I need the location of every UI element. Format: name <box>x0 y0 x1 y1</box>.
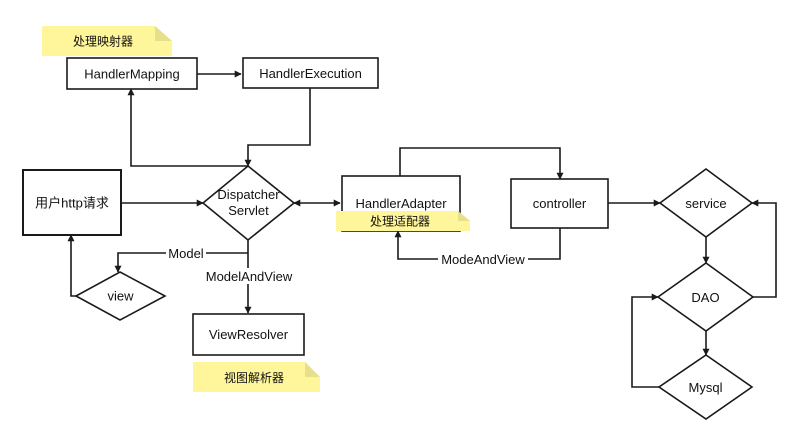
resolver-note: 视图解析器 <box>193 362 320 392</box>
controller-label: controller <box>533 196 587 211</box>
dao-label: DAO <box>691 290 719 305</box>
mysql-node: Mysql <box>657 354 754 420</box>
mapping-note: 处理映射器 <box>42 26 172 56</box>
dispatcher-label-line2: Servlet <box>228 203 269 218</box>
mysql-label: Mysql <box>689 380 723 395</box>
model-edge-label: Model <box>168 246 204 261</box>
handler-execution-label: HandlerExecution <box>259 66 362 81</box>
view-resolver-node: ViewResolver <box>192 313 305 356</box>
service-label: service <box>685 196 726 211</box>
adapter-note-label: 处理适配器 <box>370 215 430 229</box>
edge-mysql-to-dao <box>631 293 659 388</box>
handler-execution-node: HandlerExecution <box>242 57 379 89</box>
edge-labels: Model ModelAndView ModeAndView <box>166 245 528 284</box>
view-node: view <box>74 271 167 321</box>
edge-dispatcher-to-mapping <box>127 88 248 167</box>
handler-adapter-label: HandlerAdapter <box>355 196 447 211</box>
model-and-view-edge-label: ModelAndView <box>206 269 293 284</box>
dao-node: DAO <box>656 262 755 332</box>
view-resolver-label: ViewResolver <box>209 327 289 342</box>
dispatcher-label-line1: Dispatcher <box>217 187 280 202</box>
mapping-note-label: 处理映射器 <box>73 34 133 49</box>
adapter-note: 处理适配器 <box>336 211 470 231</box>
user-request-label: 用户http请求 <box>35 196 109 211</box>
edge-view-to-request <box>67 234 78 297</box>
service-node: service <box>658 168 754 238</box>
resolver-note-label: 视图解析器 <box>224 370 284 385</box>
handler-mapping-label: HandlerMapping <box>84 67 179 82</box>
user-request-node: 用户http请求 <box>22 169 122 236</box>
mode-and-view-edge-label: ModeAndView <box>441 252 525 267</box>
dispatcher-servlet-node: Dispatcher Servlet <box>201 164 296 242</box>
edge-execution-to-dispatcher <box>244 88 311 167</box>
view-label: view <box>107 289 134 304</box>
handler-mapping-node: HandlerMapping <box>66 57 198 90</box>
controller-node: controller <box>510 178 609 229</box>
edge-adapter-to-controller <box>399 147 564 180</box>
edge-dao-to-service <box>751 199 777 298</box>
